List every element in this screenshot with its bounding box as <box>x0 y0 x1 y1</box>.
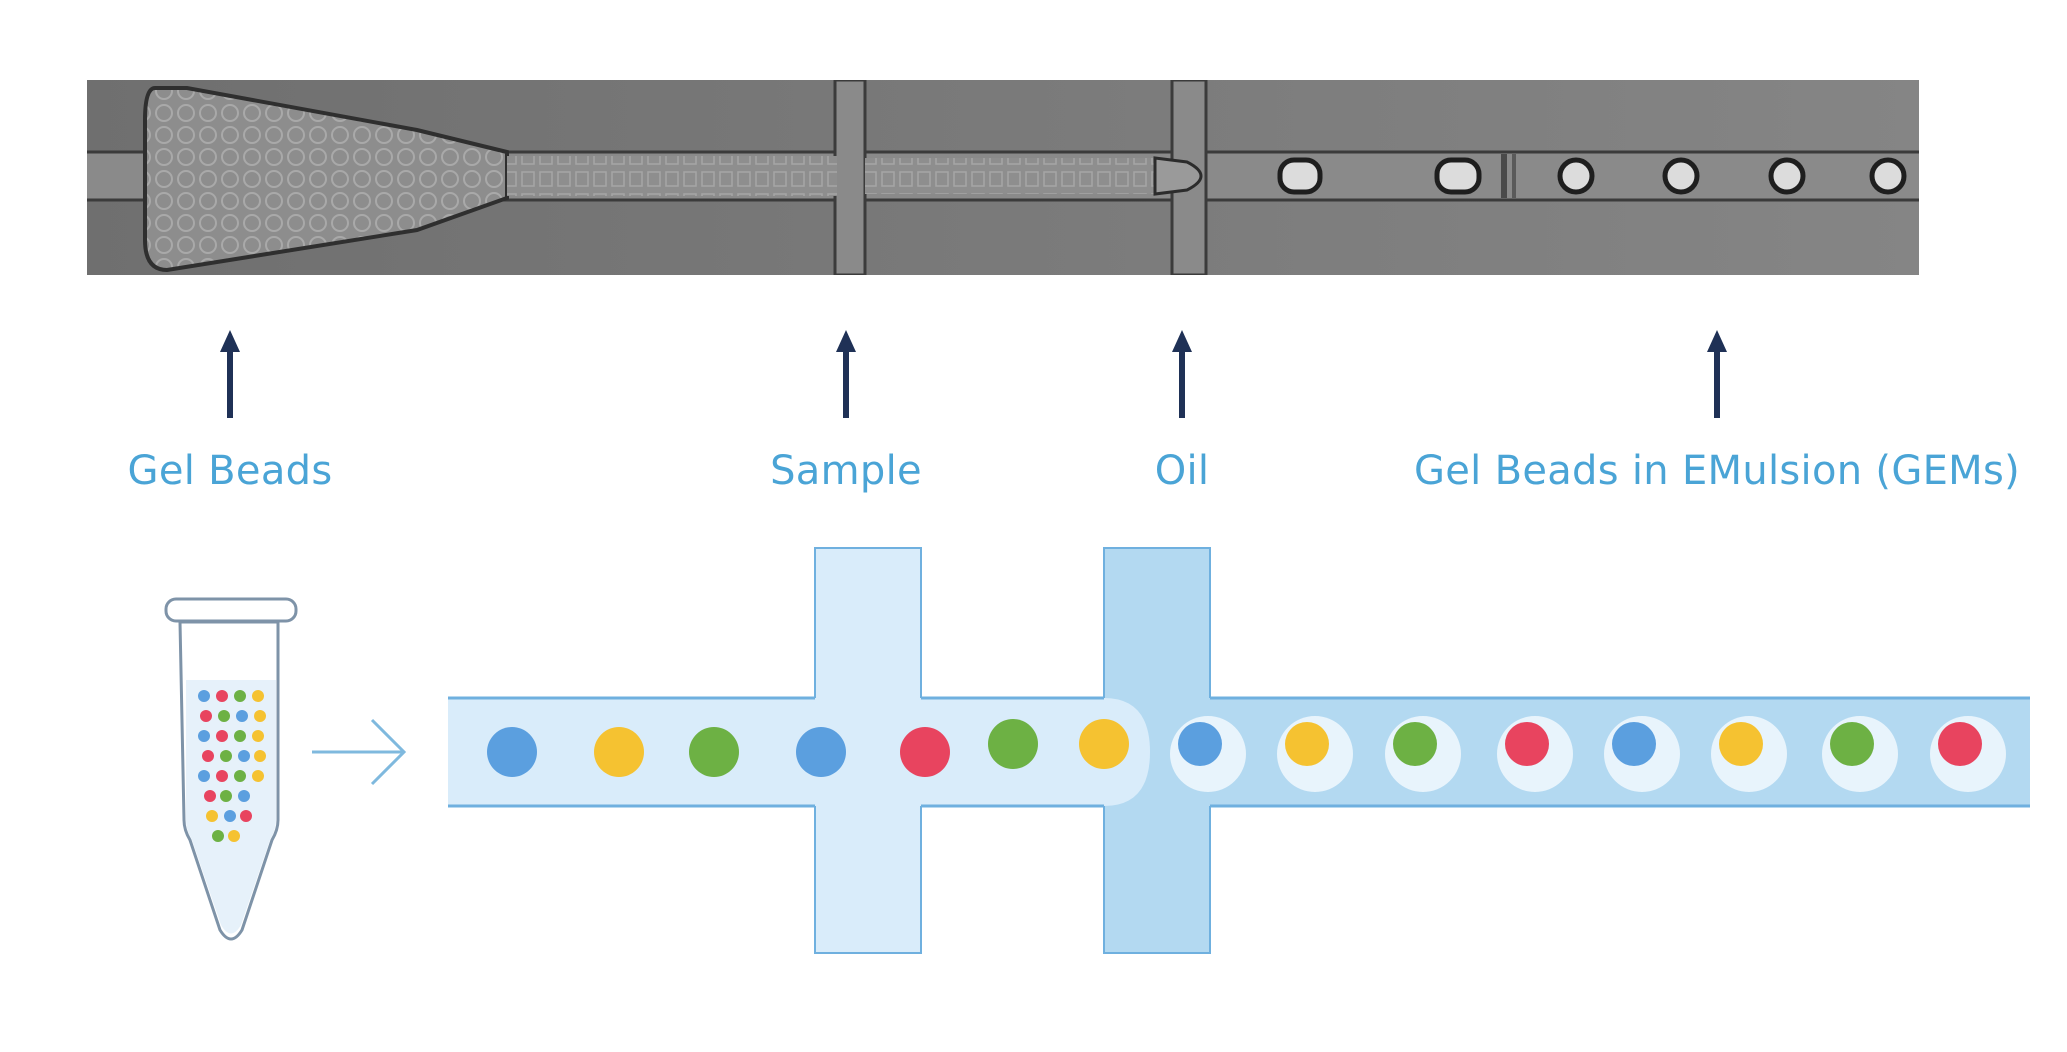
gem-bead <box>1830 722 1874 766</box>
gel-bead <box>689 727 739 777</box>
tube-bead <box>252 690 264 702</box>
gel-bead-tube-icon <box>164 597 298 941</box>
chip-micrograph-image <box>87 80 1919 275</box>
tube-bead <box>206 810 218 822</box>
gel-bead <box>1079 719 1129 769</box>
gem-bead <box>1285 722 1329 766</box>
tube-bead <box>198 730 210 742</box>
gem-bead <box>1719 722 1763 766</box>
tube-bead <box>216 730 228 742</box>
tube-bead <box>198 770 210 782</box>
label-oil: Oil <box>1154 448 1210 494</box>
tube-bead <box>234 690 246 702</box>
tube-bead <box>236 710 248 722</box>
tube-bead <box>234 730 246 742</box>
gem-bead <box>1612 722 1656 766</box>
gel-bead <box>900 727 950 777</box>
tube-bead <box>198 690 210 702</box>
microfluidic-schematic <box>164 547 2030 954</box>
arrow-up-icon <box>220 330 240 418</box>
label-gems: Gel Beads in EMulsion (GEMs) <box>1413 448 2021 494</box>
arrow-right-icon <box>312 718 407 786</box>
gem-bead <box>1393 722 1437 766</box>
arrow-up-icon <box>836 330 856 418</box>
tube-bead <box>218 710 230 722</box>
tube-bead <box>228 830 240 842</box>
tube-bead <box>216 770 228 782</box>
tube-bead <box>252 730 264 742</box>
tube-bead <box>212 830 224 842</box>
tube-bead <box>204 790 216 802</box>
gel-bead <box>988 719 1038 769</box>
tube-bead <box>238 750 250 762</box>
tube-bead <box>200 710 212 722</box>
tube-bead <box>240 810 252 822</box>
arrow-up-icon <box>1707 330 1727 418</box>
tube-bead <box>202 750 214 762</box>
tube-bead <box>254 710 266 722</box>
label-sample: Sample <box>770 448 922 494</box>
tube-bead <box>234 770 246 782</box>
gel-bead <box>796 727 846 777</box>
gel-bead <box>487 727 537 777</box>
tube-bead <box>238 790 250 802</box>
gel-bead <box>594 727 644 777</box>
tube-bead <box>216 690 228 702</box>
tube-bead <box>254 750 266 762</box>
arrow-up-icon <box>1172 330 1192 418</box>
tube-bead <box>224 810 236 822</box>
tube-bead <box>252 770 264 782</box>
gem-bead <box>1178 722 1222 766</box>
gem-bead <box>1505 722 1549 766</box>
gem-bead <box>1938 722 1982 766</box>
tube-bead <box>220 750 232 762</box>
label-gel-beads: Gel Beads <box>127 448 333 494</box>
tube-bead <box>220 790 232 802</box>
